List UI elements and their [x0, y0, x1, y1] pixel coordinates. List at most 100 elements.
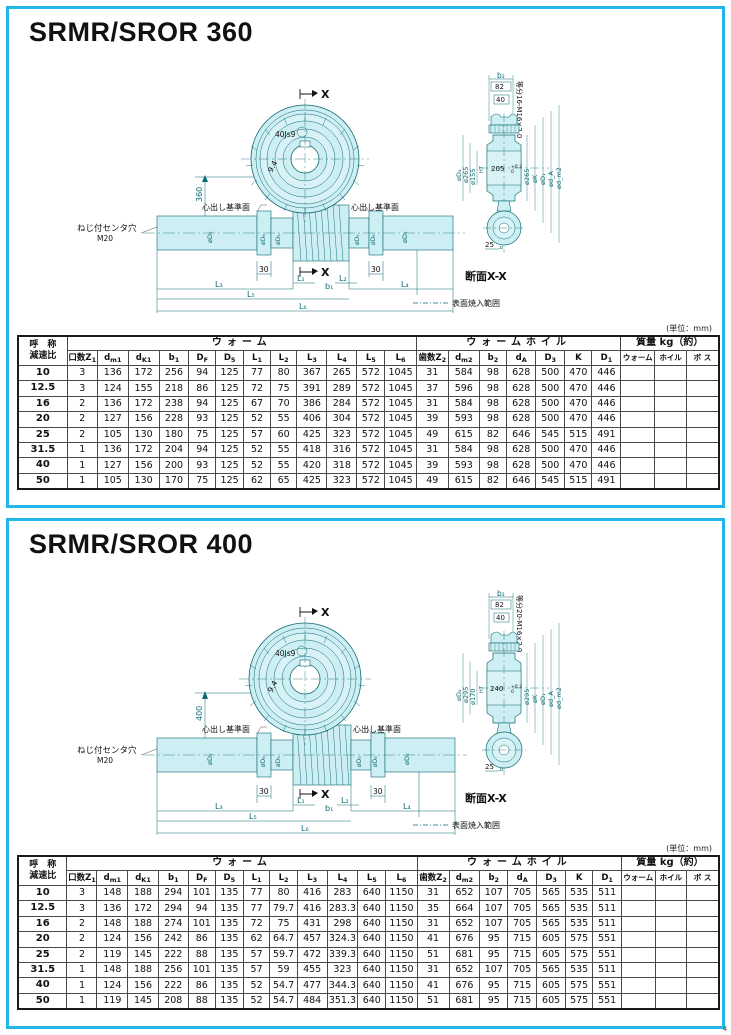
cell-worm-4: 101 — [187, 961, 216, 979]
cell-mass-0 — [621, 884, 656, 902]
cell-worm-6: 77 — [242, 900, 271, 917]
cell-wheel-0: 41 — [416, 977, 450, 994]
cell-worm-9: 339.3 — [326, 946, 359, 963]
cell-worm-2: 156 — [127, 931, 159, 948]
svg-text:25: 25 — [485, 763, 494, 771]
cell-wheel-5: 535 — [565, 961, 594, 979]
cell-worm-3: 242 — [157, 931, 189, 948]
cell-wheel-1: 584 — [447, 395, 480, 413]
cell-worm-4: 94 — [188, 364, 217, 382]
cell-wheel-2: 95 — [479, 977, 509, 994]
svg-text:øK: øK — [531, 174, 539, 183]
cell-worm-3: 228 — [158, 411, 190, 428]
cell-wheel-4: 545 — [535, 472, 566, 491]
cell-worm-5: 135 — [214, 977, 244, 994]
cell-reduction-ratio: 50 — [17, 992, 68, 1011]
cell-worm-0: 1 — [66, 961, 98, 979]
cell-wheel-6: 551 — [592, 931, 623, 948]
svg-text:øD₅: øD₅ — [206, 231, 214, 243]
cell-wheel-5: 470 — [564, 395, 593, 413]
cell-reduction-ratio: 40 — [16, 457, 68, 474]
cell-worm-3: 204 — [158, 441, 190, 459]
cell-worm-6: 52 — [243, 457, 271, 474]
cell-worm-5: 125 — [215, 411, 245, 428]
cell-wheel-5: 575 — [565, 992, 594, 1011]
svg-text:ød_A: ød_A — [547, 691, 555, 707]
cell-worm-6: 57 — [243, 426, 271, 443]
cell-worm-10: 640 — [357, 915, 387, 933]
svg-text:øK: øK — [531, 694, 539, 703]
cell-worm-9: 344.3 — [326, 977, 359, 994]
col-k-360: K — [564, 350, 593, 366]
svg-text:82: 82 — [495, 83, 504, 91]
cell-mass-0 — [620, 411, 656, 428]
cell-worm-3: 180 — [158, 426, 190, 443]
svg-text:øD₆: øD₆ — [260, 756, 267, 767]
svg-text:ød_A: ød_A — [547, 171, 555, 187]
unit-note-360: (単位：mm) — [666, 324, 712, 333]
cell-worm-10: 572 — [356, 457, 386, 474]
cell-worm-3: 170 — [158, 472, 190, 491]
cell-worm-10: 572 — [356, 411, 386, 428]
cell-worm-9: 284 — [326, 395, 358, 413]
cell-mass-1 — [654, 411, 687, 428]
cell-worm-9: 283 — [326, 884, 359, 902]
cell-worm-9: 283.3 — [326, 900, 359, 917]
cell-worm-9: 323 — [326, 961, 359, 979]
cell-worm-7: 59 — [269, 961, 298, 979]
cell-worm-8: 425 — [296, 472, 328, 491]
cell-wheel-5: 470 — [564, 380, 593, 397]
cell-worm-1: 124 — [96, 931, 129, 948]
cell-wheel-6: 551 — [592, 946, 623, 963]
cell-worm-4: 93 — [188, 411, 217, 428]
cell-wheel-3: 628 — [506, 380, 537, 397]
svg-text:øD₅: øD₅ — [206, 753, 214, 765]
svg-text:b₂: b₂ — [497, 71, 505, 80]
cell-worm-6: 62 — [243, 472, 271, 491]
cell-worm-0: 3 — [66, 364, 98, 382]
svg-text:L₅: L₅ — [247, 290, 255, 299]
cell-mass-1 — [654, 395, 687, 413]
cell-reduction-ratio: 31.5 — [16, 441, 68, 459]
col-dm1-360: dm1 — [96, 350, 129, 366]
cell-worm-7: 60 — [269, 426, 298, 443]
cell-worm-7: 59.7 — [269, 946, 298, 963]
cell-worm-10: 572 — [356, 441, 386, 459]
cell-worm-2: 145 — [127, 946, 159, 963]
cell-wheel-4: 605 — [536, 931, 567, 948]
cell-mass-1 — [654, 946, 688, 963]
cell-worm-0: 3 — [66, 380, 98, 397]
cell-reduction-ratio: 16 — [17, 915, 68, 933]
col-d3-360: D3 — [535, 350, 566, 366]
cell-worm-10: 640 — [357, 961, 387, 979]
col-b2-360: b2 — [478, 350, 508, 366]
cell-mass-2 — [686, 915, 721, 933]
cell-wheel-2: 98 — [478, 395, 508, 413]
cell-wheel-2: 107 — [479, 915, 509, 933]
col-z2-360: 歯数Z2 — [415, 350, 449, 366]
cell-wheel-0: 39 — [415, 411, 449, 428]
cell-worm-6: 72 — [243, 380, 271, 397]
cell-wheel-5: 535 — [565, 915, 594, 933]
svg-text:øD₅: øD₅ — [275, 234, 282, 245]
cell-wheel-5: 515 — [564, 426, 593, 443]
svg-text:30: 30 — [259, 265, 269, 274]
svg-text:+0.3: +0.3 — [511, 684, 522, 690]
cell-wheel-1: 593 — [447, 457, 480, 474]
cell-mass-0 — [620, 441, 656, 459]
cell-wheel-5: 535 — [565, 884, 594, 902]
cell-wheel-0: 51 — [416, 992, 450, 1011]
cell-worm-3: 218 — [158, 380, 190, 397]
col-l1-400: L1 — [242, 870, 271, 886]
cell-worm-7: 55 — [269, 457, 298, 474]
cell-worm-0: 1 — [66, 977, 98, 994]
cell-wheel-4: 500 — [535, 364, 566, 382]
cell-mass-0 — [620, 380, 656, 397]
cell-worm-10: 640 — [357, 931, 387, 948]
svg-text:心出し基準面: 心出し基準面 — [351, 202, 399, 212]
cell-worm-0: 1 — [66, 472, 98, 491]
cell-worm-11: 1045 — [384, 380, 417, 397]
cell-worm-2: 145 — [127, 992, 159, 1011]
